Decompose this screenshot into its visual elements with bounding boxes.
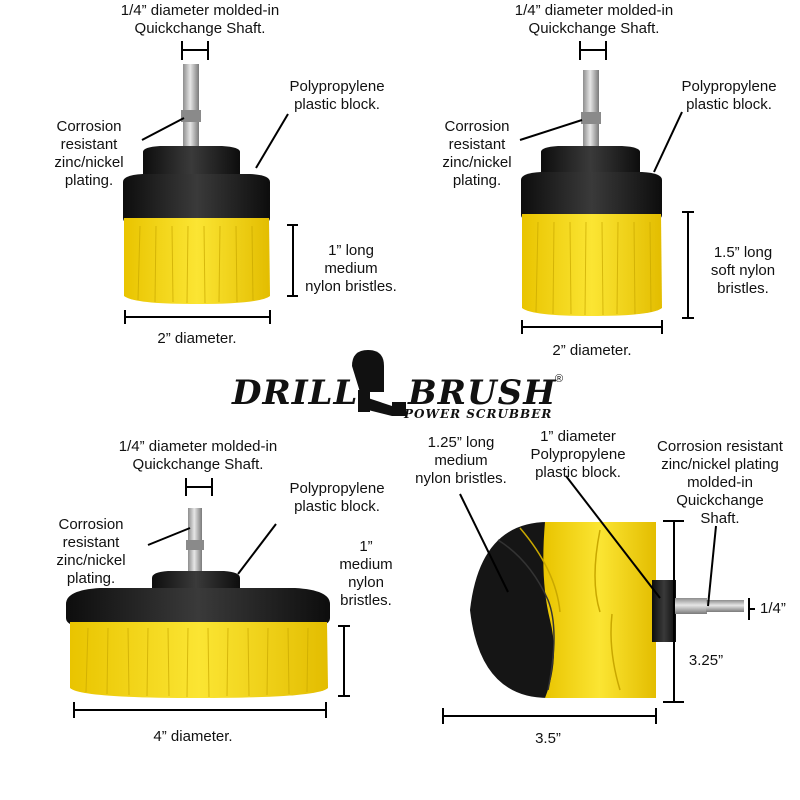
shaft-tip [706, 600, 744, 612]
top-left-shaft-label: 1/4” diameter molded-in Quickchange Shaf… [120, 2, 280, 37]
top-right-plating-label: Corrosion resistant zinc/nickel plating. [442, 118, 512, 189]
hex-shaft [183, 64, 199, 154]
plastic-block-base [123, 174, 270, 226]
top-right-bristles-label: 1.5” long soft nylon bristles. [710, 244, 776, 297]
logo-word-left: DRILL [232, 373, 359, 413]
logo-tagline: POWER SCRUBBER [404, 407, 553, 421]
bottom-left-bristles-label: 1” medium nylon bristles. [339, 538, 393, 609]
bottom-right-plating-label: Corrosion resistant zinc/nickel plating … [657, 438, 783, 527]
top-left-diameter-label: 2” diameter. [157, 330, 237, 347]
yellow-bristles [70, 622, 328, 698]
brush-2in-soft [521, 70, 662, 316]
brush-4in-medium [66, 508, 330, 698]
plastic-block [652, 580, 676, 642]
bottom-right-height-label: 3.25” [688, 652, 724, 669]
black-bristles [470, 522, 560, 698]
top-left-callouts [124, 41, 298, 324]
top-left-block-label: Polypropylene plastic block. [289, 78, 385, 113]
logo-word-right: BRUSH [408, 373, 557, 413]
shaft-collar [186, 540, 204, 550]
shaft-collar [581, 112, 601, 124]
yellow-bristles [522, 214, 662, 316]
hex-shaft [673, 598, 707, 614]
round-corner-brush [470, 522, 744, 698]
top-right-callouts [519, 41, 694, 334]
drill-icon [352, 350, 406, 416]
shaft-collar [181, 110, 201, 122]
top-left-bristles-label: 1” long medium nylon bristles. [305, 242, 397, 295]
bottom-left-shaft-label: 1/4” diameter molded-in Quickchange Shaf… [118, 438, 278, 473]
bottom-left-callouts [73, 478, 350, 718]
bottom-right-block-label: 1” diameter Polypropylene plastic block. [530, 428, 626, 481]
top-right-diameter-label: 2” diameter. [552, 342, 632, 359]
bottom-left-diameter-label: 4” diameter. [153, 728, 233, 745]
logo-registered-mark: ® [555, 373, 564, 385]
bottom-left-plating-label: Corrosion resistant zinc/nickel plating. [56, 516, 126, 587]
bottom-right-shaft-label: 1/4” [760, 600, 786, 617]
yellow-bristles [124, 218, 270, 304]
top-right-block-label: Polypropylene plastic block. [681, 78, 777, 113]
drillbrush-logo: DRILL BRUSH ® POWER SCRUBBER [232, 345, 572, 425]
bottom-right-width-label: 3.5” [535, 730, 561, 747]
top-right-shaft-label: 1/4” diameter molded-in Quickchange Shaf… [514, 2, 674, 37]
brush-2in-medium [123, 64, 270, 304]
bottom-left-block-label: Polypropylene plastic block. [289, 480, 385, 515]
top-left-plating-label: Corrosion resistant zinc/nickel plating. [54, 118, 124, 189]
plastic-block-base [521, 172, 662, 222]
bottom-right-callouts [442, 475, 755, 724]
bottom-right-bristles-label: 1.25” long medium nylon bristles. [415, 434, 507, 487]
plastic-block-base [66, 588, 330, 628]
